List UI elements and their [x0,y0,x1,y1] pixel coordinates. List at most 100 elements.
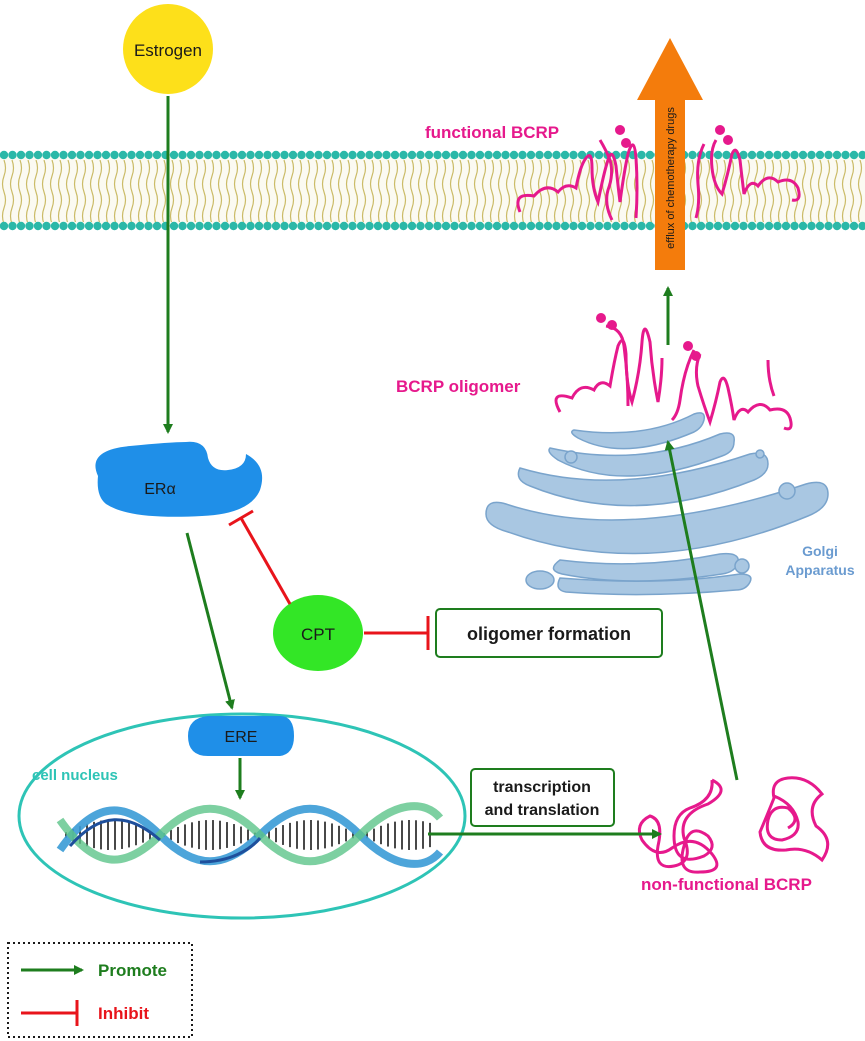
membrane-bead [212,221,221,231]
membrane-bead [229,150,238,160]
membrane-bead [271,150,281,160]
membrane-bead [254,221,264,231]
membrane-bead [271,221,281,231]
membrane-bead [203,150,213,160]
membrane-bead [297,221,306,231]
membrane-bead [25,150,34,160]
membrane-bead [280,150,289,160]
membrane-bead [169,221,179,231]
estrogen-node: Estrogen [123,4,213,94]
inhibit-cpt-to-er [239,517,292,605]
membrane-bead [195,221,204,231]
membrane-bead [637,150,646,160]
ere-label: ERE [225,729,258,746]
membrane-bead [0,221,9,231]
membrane-bead [67,221,77,231]
membrane-bead [178,150,187,160]
membrane-bead [186,221,196,231]
membrane-bead [713,221,723,231]
membrane-bead [229,221,238,231]
membrane-bead [722,150,731,160]
membrane-bead [450,221,459,231]
membrane-bead [16,150,26,160]
er-alpha-label: ERα [144,481,175,498]
membrane-bead [237,150,247,160]
membrane-beads-bottom [0,221,865,231]
membrane-bead [42,221,51,231]
membrane-bead [764,221,774,231]
dna-helix [56,802,444,868]
membrane-bead [798,221,808,231]
membrane-bead [475,221,485,231]
transcription-translation-box: transcription and translation [470,768,615,827]
membrane-bead [518,150,527,160]
membrane-bead [237,221,247,231]
membrane-bead [773,150,782,160]
membrane-bead [535,150,544,160]
membrane-bead [637,221,646,231]
membrane-bead [424,221,434,231]
membrane-bead [93,150,102,160]
membrane-bead [390,150,400,160]
legend-inhibit-label: Inhibit [98,1004,149,1023]
membrane-bead [33,150,43,160]
legend-promote-label: Promote [98,961,167,980]
bcrp-oligomer-label: BCRP oligomer [396,377,521,396]
membrane-bead [59,150,68,160]
membrane-bead [603,221,612,231]
membrane-bead [756,221,765,231]
membrane-bead [620,221,629,231]
functional-bcrp-label: functional BCRP [425,123,559,142]
oligomer-formation-box: oligomer formation [435,608,663,658]
membrane-bead [832,221,842,231]
membrane-bead [594,221,604,231]
membrane-bead [356,150,366,160]
membrane-bead [348,221,357,231]
membrane-bead [382,221,391,231]
membrane-bead [399,150,408,160]
membrane-bead [526,221,536,231]
membrane-bead [407,150,417,160]
membrane-bead [543,221,553,231]
membrane-bead [832,150,842,160]
membrane-bead [450,150,459,160]
membrane-bead [0,150,9,160]
transcription-label-line2: and translation [485,802,600,819]
membrane-bead [484,221,493,231]
membrane-bead [849,221,859,231]
membrane-bead [348,150,357,160]
membrane-bead [841,221,850,231]
membrane-bead [560,150,570,160]
membrane-bead [365,150,374,160]
cell-membrane [0,150,865,231]
membrane-bead [858,221,865,231]
membrane-bead [790,221,799,231]
membrane-bead [8,221,17,231]
membrane-bead [858,150,865,160]
membrane-bead [110,221,119,231]
membrane-bead [705,221,714,231]
membrane-bead [331,150,340,160]
membrane-bead [93,221,102,231]
membrane-bead [373,221,383,231]
membrane-bead [492,150,502,160]
membrane-bead [84,150,94,160]
membrane-bead [433,150,442,160]
membrane-bead [492,221,502,231]
membrane-bead [586,221,595,231]
membrane-bead [297,150,306,160]
membrane-bead [339,221,349,231]
membrane-bead [144,150,153,160]
membrane-bead [433,221,442,231]
membrane-bead [569,150,578,160]
membrane-bead [577,221,587,231]
legend: Promote Inhibit [7,942,193,1038]
membrane-bead [84,221,94,231]
membrane-bead [212,150,221,160]
golgi-label-line1: Golgi [802,543,838,559]
membrane-bead [807,221,816,231]
membrane-bead [790,150,799,160]
membrane-bead [475,150,485,160]
membrane-bead [841,150,850,160]
membrane-bead [696,221,706,231]
